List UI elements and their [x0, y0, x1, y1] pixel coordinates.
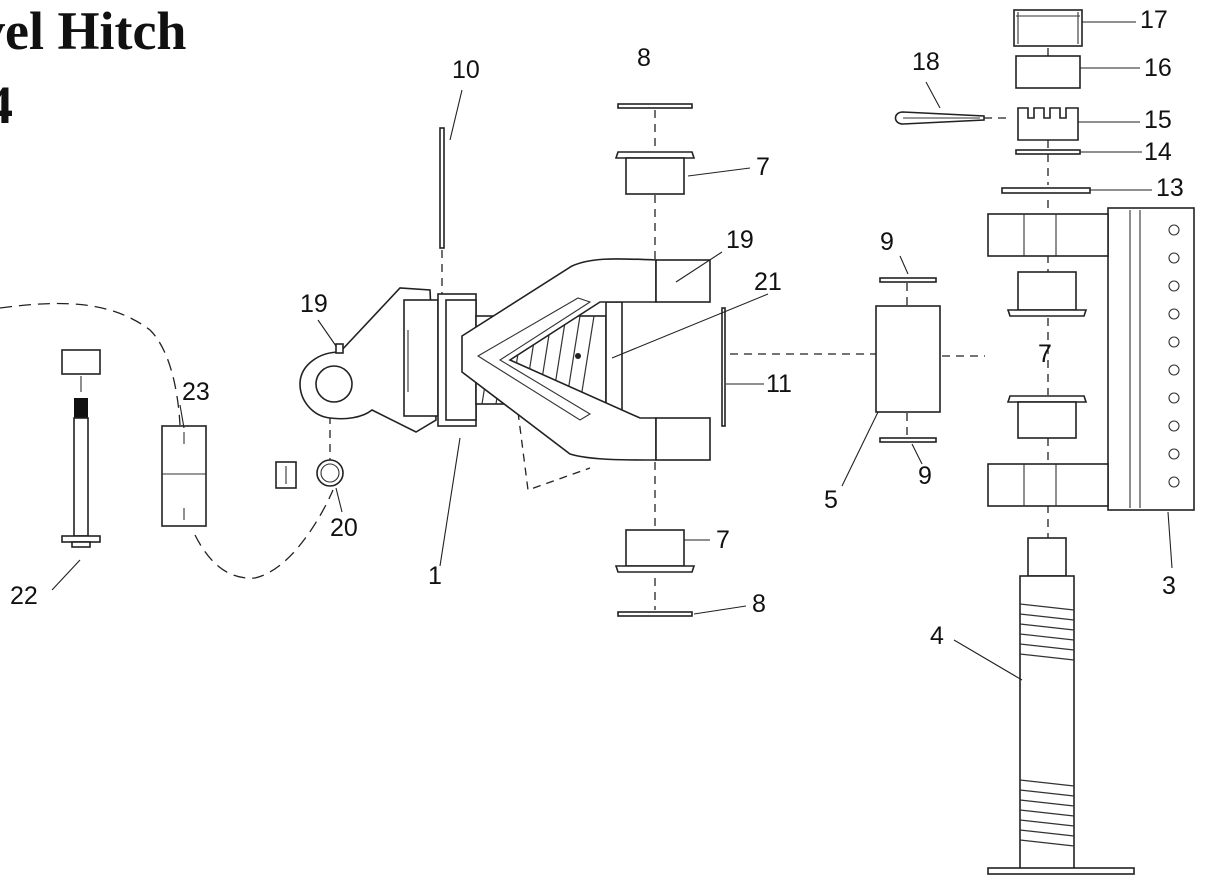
callout-4: 4 — [930, 622, 944, 650]
part-9-washer-top — [879, 277, 937, 283]
part-5-block — [875, 305, 941, 413]
leader-21 — [611, 293, 769, 359]
callout-16: 16 — [1144, 54, 1172, 82]
part-22-bolt — [61, 349, 101, 548]
part-3-frame — [987, 207, 1195, 511]
callout-13: 13 — [1156, 174, 1184, 202]
callout-22: 22 — [10, 582, 38, 610]
part-4-post — [987, 537, 1135, 875]
callout-21: 21 — [754, 268, 782, 296]
callout-10: 10 — [452, 56, 480, 84]
callout-3: 3 — [1162, 572, 1176, 600]
part-10-pin — [439, 127, 445, 249]
callout-7-bottom: 7 — [716, 526, 730, 554]
callout-9-bottom: 9 — [918, 462, 932, 490]
part-17-cap — [1013, 9, 1083, 47]
part-20-bushing — [275, 459, 344, 489]
part-8-washer-top — [617, 103, 693, 109]
part-14-washer — [1015, 149, 1081, 155]
callout-18: 18 — [912, 48, 940, 76]
callout-8-top: 8 — [637, 44, 651, 72]
leader-22 — [51, 559, 81, 591]
leader-20 — [335, 487, 343, 513]
post-threads-lower — [1019, 779, 1075, 847]
leader-5 — [841, 411, 879, 487]
callout-8-bottom: 8 — [752, 590, 766, 618]
part-15-castle-nut — [1017, 107, 1079, 141]
part-11-shim — [721, 307, 726, 427]
callout-11: 11 — [766, 370, 792, 398]
leader-7-top — [687, 167, 751, 177]
assembly-path-curve — [0, 302, 181, 426]
leader-18 — [925, 81, 941, 109]
leader-3 — [1167, 511, 1173, 569]
callout-7-top: 7 — [756, 153, 770, 181]
callout-14: 14 — [1144, 138, 1172, 166]
callout-9-top: 9 — [880, 228, 894, 256]
part-16-spacer — [1015, 55, 1081, 89]
part-23-block — [161, 425, 207, 527]
leader-23 — [179, 404, 185, 429]
part-19-yoke — [461, 258, 711, 461]
callout-1: 1 — [428, 562, 442, 590]
leader-1 — [439, 437, 461, 567]
leader-19-right — [675, 251, 723, 283]
leader-10 — [449, 89, 463, 141]
diagram-title-line2: 4 — [0, 74, 13, 136]
part-18-cotter-pin — [894, 111, 985, 125]
part-7-bushing-right-bottom — [1006, 395, 1088, 439]
callout-23: 23 — [182, 378, 210, 406]
callout-7-right: 7 — [1038, 340, 1052, 368]
callout-5: 5 — [824, 486, 838, 514]
post-threads-upper — [1019, 603, 1075, 661]
leader-9-bottom — [911, 443, 923, 465]
part-8-washer-bottom — [617, 611, 693, 617]
part-7-bushing-right-top — [1006, 271, 1088, 317]
callout-17: 17 — [1140, 6, 1168, 34]
callout-19-left: 19 — [300, 290, 328, 318]
callout-20: 20 — [330, 514, 358, 542]
leader-8-bottom — [693, 605, 747, 615]
leader-9-top — [899, 255, 909, 275]
part-7-bushing-top — [614, 151, 696, 195]
assembly-path-curve-lower — [194, 489, 334, 579]
leader-19-left — [317, 319, 337, 347]
diagram-title-line1: vel Hitch — [0, 1, 187, 61]
part-7-bushing-bottom — [614, 529, 696, 573]
callout-19-right: 19 — [726, 226, 754, 254]
leader-4 — [953, 639, 1023, 681]
part-9-washer-bottom — [879, 437, 937, 443]
callout-15: 15 — [1144, 106, 1172, 134]
part-13-washer — [1001, 187, 1091, 194]
